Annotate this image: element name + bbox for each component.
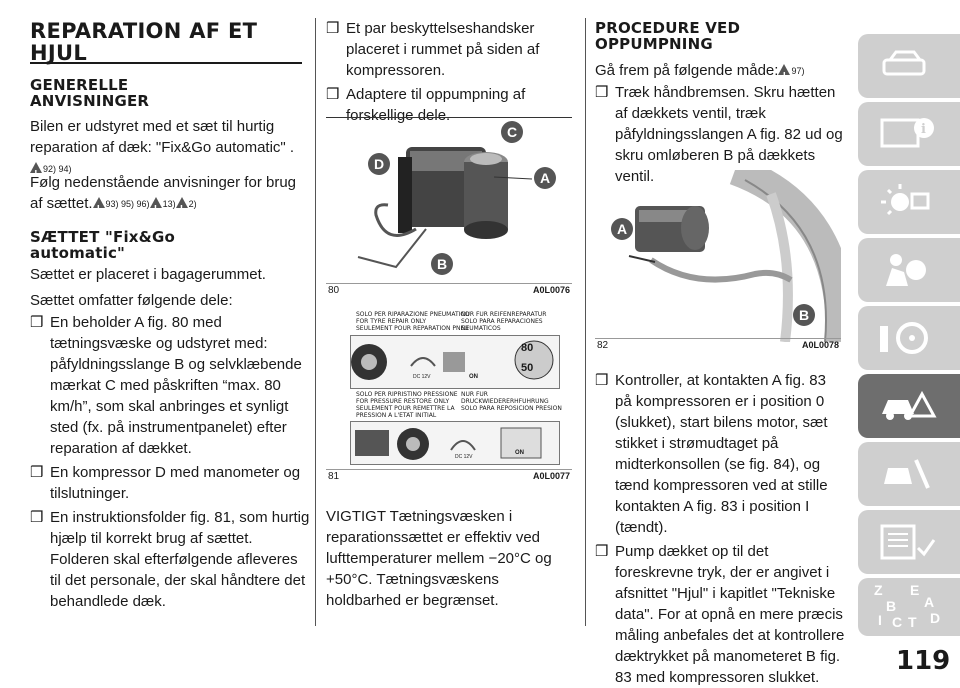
tab-index[interactable]: Z E A B I C T D bbox=[858, 578, 960, 636]
warning-icon bbox=[149, 197, 163, 219]
figure-code: A0L0078 bbox=[801, 340, 839, 350]
procedure-step-1: ❒Træk håndbremsen. Skru hætten af dækket… bbox=[595, 82, 845, 187]
intro-text: Bilen er udstyret med et sæt til hurtig … bbox=[30, 118, 295, 156]
paragraph-important: VIGTIGT Tætningsvæsken i reparationssætt… bbox=[326, 508, 552, 609]
kit-list-continued: ❒Et par beskyttelseshandsker placeret i … bbox=[326, 18, 576, 126]
speed-80: 80 bbox=[521, 342, 534, 354]
procedure-steps: ❒Kontroller, at kontakten A fig. 83 på k… bbox=[595, 370, 845, 688]
callout-b: B bbox=[431, 253, 453, 275]
svg-text:i: i bbox=[921, 122, 926, 137]
section-title: REPARATION AF ET HJUL bbox=[30, 19, 258, 65]
list-item: ❒Kontroller, at kontakten A fig. 83 på k… bbox=[595, 372, 828, 536]
tab-maintenance[interactable] bbox=[858, 442, 960, 506]
emergency-icon bbox=[882, 390, 937, 420]
tab-lights[interactable] bbox=[858, 170, 960, 234]
airbag-person-icon bbox=[886, 254, 926, 286]
callout-a: A bbox=[611, 218, 633, 240]
figure-code: A0L0077 bbox=[532, 471, 570, 481]
folder-panel-bottom: ON DC 12V bbox=[350, 421, 560, 465]
list-item: ❒Et par beskyttelseshandsker placeret i … bbox=[326, 20, 540, 79]
column-divider bbox=[585, 18, 586, 626]
list-item: ❒Pump dækket op til det foreskrevne tryk… bbox=[595, 543, 845, 686]
title-underline bbox=[30, 62, 302, 64]
tab-technical-data[interactable] bbox=[858, 510, 960, 574]
speed-50: 50 bbox=[521, 362, 534, 374]
dc-label: DC 12V bbox=[413, 374, 431, 380]
paragraph-procedure: Gå frem på følgende måde: 97) bbox=[595, 60, 845, 86]
callout-d: D bbox=[368, 153, 390, 175]
tab-emergency[interactable] bbox=[858, 374, 960, 438]
warning-refs: 93) 95) 96) bbox=[105, 199, 150, 209]
list-item: ❒En instruktionsfolder fig. 81, som hurt… bbox=[30, 509, 310, 610]
page-number: 119 bbox=[896, 646, 951, 676]
tab-info[interactable]: i bbox=[858, 102, 960, 166]
tab-car-info[interactable] bbox=[858, 34, 960, 98]
paragraph-contents: Sættet omfatter følgende dele: bbox=[30, 292, 233, 309]
figure-caption-rule bbox=[595, 338, 841, 339]
warning-ref: 97) bbox=[791, 66, 805, 76]
figure-number: 80 bbox=[328, 285, 340, 296]
on-label: ON bbox=[515, 450, 524, 456]
car-info-icon bbox=[882, 50, 926, 76]
procedure-text: Gå frem på følgende måde: bbox=[595, 62, 779, 79]
paragraph-location: Sættet er placeret i bagagerummet. bbox=[30, 266, 266, 283]
tab-driving[interactable] bbox=[858, 306, 960, 370]
paragraph-intro: Bilen er udstyret med et sæt til hurtig … bbox=[30, 116, 310, 184]
column-divider bbox=[315, 18, 316, 626]
figure-number: 82 bbox=[597, 340, 609, 351]
warning-icon bbox=[92, 197, 106, 219]
follow-text: Følg nedenstående anvisninger for brug a… bbox=[30, 174, 297, 212]
warning-refs: 2) bbox=[188, 199, 197, 209]
warning-icon bbox=[175, 197, 189, 219]
dc-label: DC 12V bbox=[455, 454, 473, 460]
kit-list: ❒En beholder A fig. 80 med tætningsvæske… bbox=[30, 312, 310, 612]
warning-icon bbox=[778, 64, 791, 86]
warning-refs: 13) bbox=[162, 199, 176, 209]
alphabet-index-icon: Z E A B I C T D bbox=[874, 582, 941, 630]
list-item: ❒En beholder A fig. 80 med tætningsvæske… bbox=[30, 314, 302, 457]
on-label: ON bbox=[469, 374, 478, 380]
warning-icon bbox=[30, 162, 43, 184]
lights-icon bbox=[881, 184, 930, 216]
figure-number: 81 bbox=[328, 471, 340, 482]
wheel-drawing bbox=[628, 170, 841, 342]
panel-illustration bbox=[351, 340, 554, 380]
folder-panel-top: 80 50 ON DC 12V bbox=[350, 335, 560, 389]
tab-safety[interactable] bbox=[858, 238, 960, 302]
section-title-inflation: PROCEDURE VED OPPUMPNING bbox=[595, 19, 741, 53]
data-list-icon bbox=[880, 524, 936, 560]
steering-wheel-icon bbox=[880, 322, 928, 354]
callout-a: A bbox=[534, 167, 556, 189]
paragraph-follow: Følg nedenstående anvisninger for brug a… bbox=[30, 172, 310, 219]
figure-82-valve-connection: A B 82 A0L0078 bbox=[595, 170, 841, 354]
callout-b: B bbox=[793, 304, 815, 326]
list-item: ❒Træk håndbremsen. Skru hætten af dækket… bbox=[595, 84, 843, 185]
maintenance-icon bbox=[884, 459, 930, 489]
info-icon: i bbox=[880, 118, 934, 148]
figure-top-rule bbox=[326, 117, 572, 118]
compressor-drawing bbox=[357, 147, 533, 269]
callout-c: C bbox=[501, 121, 523, 143]
figure-code: A0L0076 bbox=[532, 285, 570, 295]
figure-80-compressor-kit: C D A B 80 A0L0076 bbox=[326, 117, 572, 297]
warning-refs: 92) 94) bbox=[43, 164, 72, 174]
panel-illustration bbox=[355, 427, 542, 460]
list-item: ❒Adaptere til oppumpning af forskellige … bbox=[326, 86, 526, 124]
figure-caption-rule bbox=[326, 283, 572, 284]
subheading-kit: SÆTTET "Fix&Go automatic" bbox=[30, 228, 175, 262]
figure-caption-rule bbox=[326, 469, 572, 470]
list-item: ❒En kompressor D med manometer og tilslu… bbox=[30, 464, 301, 502]
subheading-general: GENERELLE ANVISNINGER bbox=[30, 76, 150, 110]
